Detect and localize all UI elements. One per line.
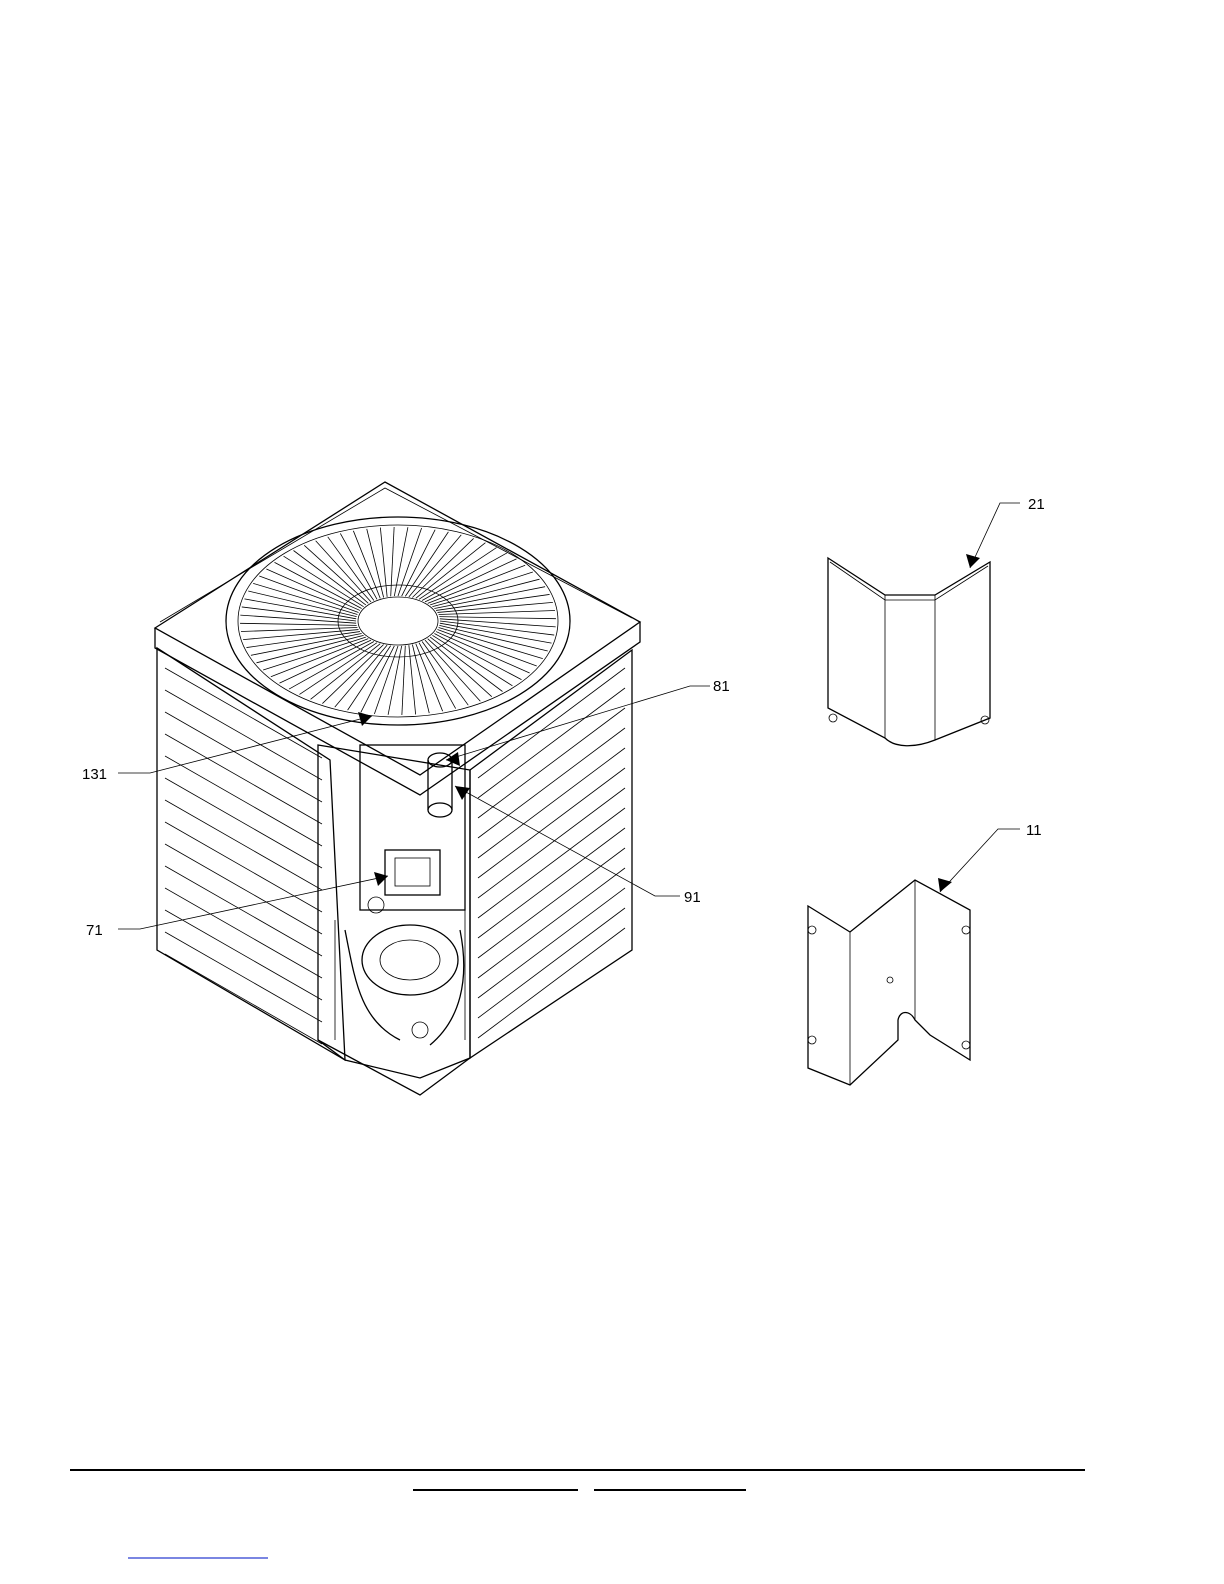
fan-blade-line bbox=[432, 635, 512, 685]
fan-blade-line bbox=[405, 532, 448, 596]
arrow-21 bbox=[966, 554, 980, 568]
right-coil-fin bbox=[478, 828, 625, 938]
fan-blade-line bbox=[439, 617, 556, 619]
fan-blade-line bbox=[422, 641, 468, 705]
fan-blade-line bbox=[316, 541, 371, 602]
right-coil-fin bbox=[478, 808, 625, 918]
right-coil-fin bbox=[478, 928, 625, 1038]
fan-blade-line bbox=[256, 635, 363, 662]
fan-blade-line bbox=[328, 537, 374, 601]
callout-91: 91 bbox=[684, 889, 701, 906]
callout-21: 21 bbox=[1028, 496, 1045, 513]
left-coil-fin bbox=[165, 668, 322, 758]
callout-11: 11 bbox=[1026, 822, 1042, 839]
fan-blade-line bbox=[388, 646, 402, 715]
right-coil-fin bbox=[478, 728, 625, 838]
left-coil-fin bbox=[165, 888, 322, 978]
fan-blade-line bbox=[284, 556, 364, 606]
left-coil-fin bbox=[165, 734, 322, 824]
right-coil-fin bbox=[478, 848, 625, 958]
arrow-81 bbox=[446, 752, 460, 766]
fan-blade-line bbox=[432, 579, 539, 606]
callout-81: 81 bbox=[713, 678, 730, 695]
fan-blade-line bbox=[289, 641, 374, 689]
fan-blade-line bbox=[391, 527, 394, 596]
fan-blade-line bbox=[428, 565, 525, 603]
right-coil-fin bbox=[478, 908, 625, 1018]
fan-blade-line bbox=[430, 572, 533, 605]
right-coil-fin bbox=[478, 668, 625, 778]
right-coil-fin bbox=[478, 788, 625, 898]
left-coil-fin bbox=[165, 954, 322, 1044]
left-coil-fin bbox=[165, 910, 322, 1000]
fan-blade-line bbox=[422, 553, 507, 601]
callout-71: 71 bbox=[86, 922, 103, 939]
left-coil-fin bbox=[165, 844, 322, 934]
left-coil-fin bbox=[165, 822, 322, 912]
callout-131: 131 bbox=[82, 766, 107, 783]
fan-blade-line bbox=[439, 625, 547, 651]
left-coil-fin bbox=[165, 756, 322, 846]
fan-blade-line bbox=[425, 640, 480, 701]
arrow-11 bbox=[938, 878, 952, 892]
left-coil-fin bbox=[165, 932, 322, 1022]
fan-blade-line bbox=[263, 637, 366, 670]
fan-blade-line bbox=[271, 639, 368, 677]
left-coil-fin bbox=[165, 866, 322, 956]
fan-blade-line bbox=[394, 527, 408, 596]
right-coil-fin bbox=[478, 768, 625, 878]
right-coil-fin bbox=[478, 868, 625, 978]
fan-blade-line bbox=[402, 646, 405, 715]
corner-panel-11-illustration bbox=[808, 880, 970, 1085]
right-coil-fin bbox=[478, 888, 625, 998]
arrow-71 bbox=[374, 872, 388, 886]
left-coil-fin bbox=[165, 800, 322, 890]
fan-blade-line bbox=[348, 646, 391, 710]
fan-blade-line bbox=[248, 591, 356, 617]
corner-panel-21-illustration bbox=[828, 558, 990, 746]
left-coil-fin bbox=[165, 778, 322, 868]
condenser-unit-illustration bbox=[155, 482, 640, 1095]
fan-blade-line bbox=[240, 623, 357, 625]
right-coil-fin bbox=[478, 708, 625, 818]
left-coil-fin bbox=[165, 712, 322, 802]
right-coil-fin bbox=[478, 748, 625, 858]
